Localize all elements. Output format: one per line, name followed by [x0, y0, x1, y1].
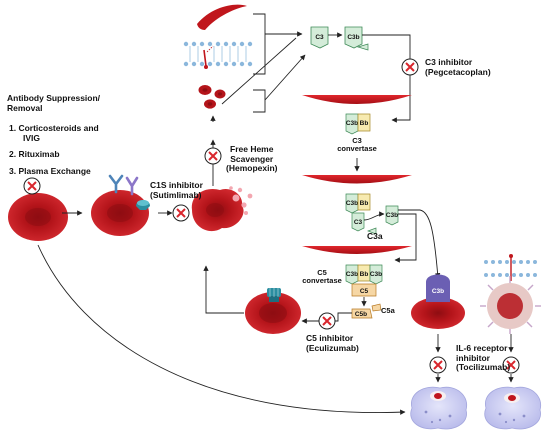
c5-convertase-line1: C5: [317, 268, 327, 277]
il6-inhibitor-label: IL-6 receptor inhibitor (Tocilizumab): [456, 343, 511, 373]
il6-line3: (Tocilizumab): [456, 362, 511, 373]
antibody-icon: [108, 174, 139, 196]
c1s-inhibitor-label: C1S inhibitor (Sutimlimab): [150, 180, 203, 200]
il6-line1: IL-6 receptor: [456, 343, 508, 353]
c3-inhibitor-line1: C3 inhibitor: [425, 57, 473, 67]
c3-label: C3: [315, 34, 324, 41]
c5-inhibitor-x-icon: [318, 312, 336, 330]
c5-inhibitor-line2: (Eculizumab): [306, 342, 359, 353]
heme-line2: Scavenger: [230, 153, 274, 164]
c5b-c5a-fragments: C5b: [351, 303, 382, 319]
c5b-label: C5b: [355, 311, 367, 318]
c3-convertase-complex: C3b Bb: [345, 113, 371, 135]
c1-complex-icon: [136, 200, 150, 210]
c1s-line1: C1S inhibitor: [150, 180, 203, 190]
c3-convertase-line1: C3: [352, 136, 362, 145]
c3b-opsonized-rbc-icon: C3b: [411, 274, 465, 329]
item1-line1: 1. Corticosteroids and: [9, 123, 99, 133]
c5conv-c3b2-label: C3b: [370, 271, 382, 278]
antibody-suppression-title: Antibody Suppression/ Removal: [7, 93, 101, 113]
il6-cell-icon: [480, 276, 541, 334]
antibody-title-line1: Antibody Suppression/: [7, 93, 101, 103]
c5a-label: C5a: [381, 306, 395, 315]
il6-x-icon: [502, 356, 520, 374]
heme-line1: Free Heme: [230, 144, 274, 154]
c1s-inhibitor-x-icon: [172, 204, 190, 222]
lysed-rbc-icon: [191, 186, 253, 232]
c3a-label: C3a: [367, 231, 383, 241]
c3-convertase-line2: convertase: [337, 144, 377, 154]
il6-line2: inhibitor: [456, 352, 490, 363]
c5-inhibitor-label: C5 inhibitor (Eculizumab): [306, 333, 359, 353]
c5conv-c5-label: C5: [360, 288, 369, 295]
c5-convertase-label: C5 convertase: [300, 268, 344, 286]
heme-scavenger-label: Free Heme Scavenger (Hemopexin): [226, 144, 278, 174]
c5-inhibitor-line1: C5 inhibitor: [306, 333, 354, 343]
heme-scavenger-x-icon: [204, 147, 222, 165]
c3-molecule: C3: [310, 26, 329, 49]
convertase-bb-label: Bb: [360, 120, 369, 127]
c5-convertase-complex: C3b Bb C3b C5: [345, 264, 383, 297]
antibody-removal-x-icon: [23, 177, 41, 195]
c5-convertase-line2: convertase: [302, 276, 342, 286]
treatment-item-1: 1. Corticosteroids and IVIG: [9, 123, 99, 143]
macrophage-icon-1: [410, 386, 468, 430]
antibody-title-line2: Removal: [7, 102, 43, 113]
complex-c3b-label: C3b: [346, 200, 358, 207]
c3b-released: C3b: [385, 205, 399, 226]
c3-inhibitor-x-icon: [401, 58, 419, 76]
c5conv-bb-label: Bb: [360, 271, 369, 278]
treatment-item-2: 2. Rituximab: [9, 149, 60, 159]
complex-c3-label: C3: [354, 219, 363, 226]
heme-fragment-icon: [229, 186, 253, 215]
il6-membrane-icon: [484, 254, 537, 281]
rbc-fragments-icon: [198, 85, 226, 109]
rbc-membrane-band-2: [302, 175, 412, 184]
cell-membrane-icon: [183, 41, 253, 69]
opsonin-c3b-label: C3b: [432, 288, 444, 295]
c3b-label: C3b: [347, 34, 359, 41]
macrophage-icon-2: [484, 386, 542, 430]
item1-line2: IVIG: [23, 132, 41, 143]
heme-line3: (Hemopexin): [226, 163, 278, 174]
antibody-coated-rbc-icon: [8, 193, 68, 241]
c5conv-c3b-label: C3b: [346, 271, 358, 278]
rbc-membrane-band-1: [302, 95, 412, 104]
rbc-mac-pore-icon: [245, 288, 301, 334]
macrophage-x-icon-1: [429, 356, 447, 374]
complex-bb-label: Bb: [360, 200, 369, 207]
c3-convertase-label: C3 convertase: [337, 136, 377, 154]
c3b-bb-c3-complex: C3b Bb C3: [345, 193, 371, 232]
c3a-fragment: [367, 227, 377, 235]
c3b-molecule: C3b: [344, 26, 369, 51]
treatment-item-3: 3. Plasma Exchange: [9, 166, 91, 176]
c3-inhibitor-label: C3 inhibitor (Pegcetacoplan): [425, 57, 491, 77]
convertase-c3b-label: C3b: [346, 120, 358, 127]
sickle-cell-icon: [197, 4, 247, 30]
c3-inhibitor-line2: (Pegcetacoplan): [425, 66, 491, 77]
rbc-c1-complex-icon: [91, 190, 149, 236]
released-c3b-label: C3b: [386, 212, 398, 219]
rbc-membrane-band-3: [302, 246, 412, 254]
c1s-line2: (Sutimlimab): [150, 189, 202, 200]
